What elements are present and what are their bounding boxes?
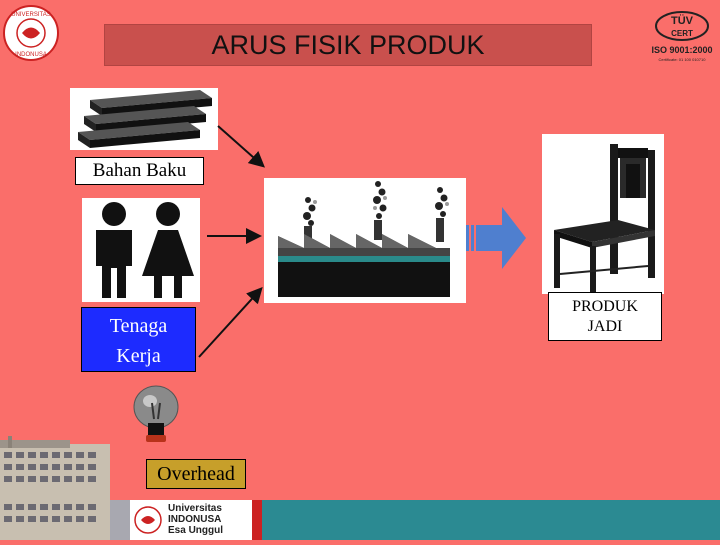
labor-people-image (82, 198, 200, 302)
light-bulb-icon (128, 383, 184, 445)
footer-logo-strip: Universitas INDONUSA Esa Unggul (0, 500, 262, 540)
footer-line1: Universitas (168, 503, 222, 514)
tenaga-kerja-label: Tenaga Kerja (81, 307, 196, 372)
svg-text:Certificate: 01 100 010710: Certificate: 01 100 010710 (659, 57, 707, 62)
produk-jadi-line2: JADI (587, 318, 623, 335)
tenaga-kerja-line2: Kerja (116, 345, 161, 367)
svg-text:ISO 9001:2000: ISO 9001:2000 (651, 45, 712, 55)
process-arrow (466, 205, 528, 271)
footer-line2: INDONUSA (168, 514, 222, 525)
raw-material-image (70, 88, 218, 150)
svg-text:UNIVERSITAS: UNIVERSITAS (11, 12, 51, 18)
factory-image (264, 178, 466, 303)
page-title: ARUS FISIK PRODUK (104, 24, 592, 66)
footer-line3: Esa Unggul (168, 525, 224, 536)
bahan-baku-label: Bahan Baku (75, 157, 204, 185)
arrow-overhead-to-factory (198, 287, 263, 358)
campus-building-image (0, 436, 110, 506)
tuv-certification-logo: TÜV CERT ISO 9001:2000 Certificate: 01 1… (648, 6, 716, 66)
produk-jadi-label: PRODUK JADI (548, 292, 662, 341)
university-seal-logo: UNIVERSITAS INDONUSA (2, 4, 60, 62)
svg-text:TÜV: TÜV (671, 14, 694, 27)
finished-product-chair-image (542, 134, 664, 294)
arrow-bahan-to-factory (217, 125, 265, 168)
overhead-label: Overhead (146, 459, 246, 489)
svg-text:CERT: CERT (671, 29, 693, 38)
produk-jadi-line1: PRODUK (572, 298, 638, 315)
svg-text:INDONUSA: INDONUSA (15, 52, 47, 58)
tenaga-kerja-line1: Tenaga (109, 315, 168, 337)
footer-university-text: Universitas INDONUSA Esa Unggul (168, 503, 223, 536)
